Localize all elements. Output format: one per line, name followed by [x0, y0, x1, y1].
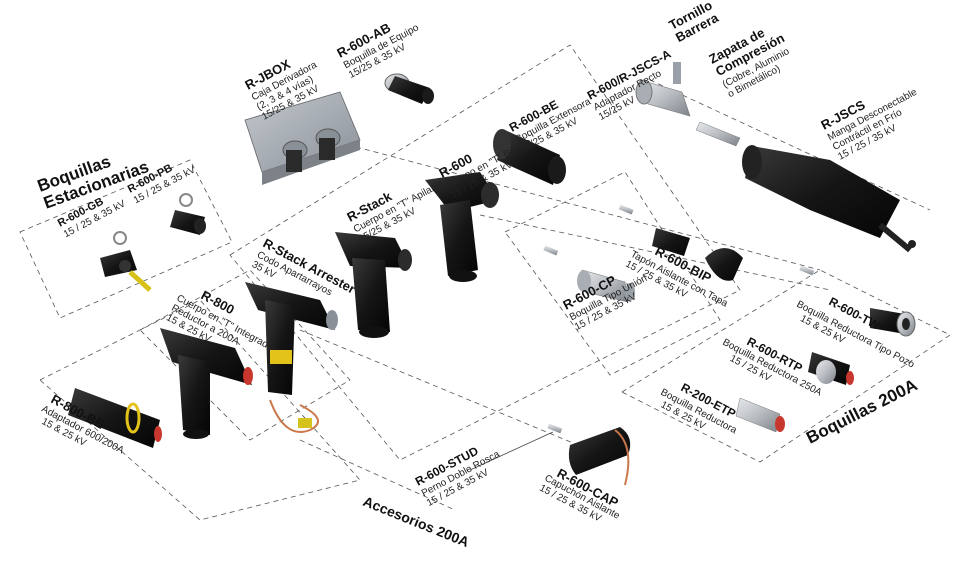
arrester-illustration	[245, 282, 338, 433]
r600-illustration	[425, 172, 499, 282]
label-zapata: Zapata de Compresión (Cobre, Aluminio o …	[706, 25, 791, 100]
r800-illustration	[160, 328, 253, 439]
frame-estacionarias	[19, 159, 233, 319]
frame-boquillas-200a	[621, 269, 951, 463]
cap-illustration	[568, 427, 631, 486]
be-illustration	[493, 129, 566, 185]
frame-accesorios-200a	[39, 299, 361, 521]
jscs-illustration	[742, 145, 916, 253]
frame-bip	[504, 171, 721, 376]
label-ab: R-600-AB Boquilla de Equipo 15/25 & 35 k…	[334, 20, 421, 81]
etp-illustration	[735, 397, 785, 433]
stack-illustration	[335, 232, 412, 338]
axis-5	[299, 439, 456, 511]
jscs-a-illustration	[635, 62, 741, 147]
axis-2	[479, 214, 831, 291]
axis-1	[329, 139, 821, 271]
gb-illustration	[100, 231, 152, 292]
pb-illustration	[170, 193, 206, 235]
heading-accesorios-200a: Accesorios 200A	[361, 493, 472, 550]
be800-illustration	[68, 388, 162, 448]
group-frames	[19, 44, 951, 521]
axis-3	[299, 329, 591, 451]
label-jscs-a: R-600/R-JSCS-A Adaptador Recto 15/25 kV	[585, 47, 674, 123]
rtp-illustration	[808, 352, 854, 385]
cp-illustration	[577, 269, 635, 303]
jbox-illustration	[244, 91, 361, 185]
stud-leader	[469, 431, 554, 471]
heading-boquillas-200a: Boquillas 200A	[803, 375, 920, 447]
alignment-axes	[299, 79, 931, 511]
stud-pieces	[543, 204, 815, 434]
label-stack: R-Stack Cuerpo en "T" Apilable 15/25 & 3…	[344, 178, 446, 245]
frame-main-600a	[229, 44, 741, 461]
tw-illustration	[870, 308, 916, 337]
axis-4	[649, 79, 931, 211]
label-tornillo: Tornillo Barrera	[666, 0, 721, 45]
label-jscs: R-JSCS Manga Desconectable Contráctil en…	[818, 87, 919, 163]
ab-illustration	[384, 73, 434, 104]
bip-illustration	[652, 228, 743, 281]
frame-arrester	[139, 269, 351, 441]
